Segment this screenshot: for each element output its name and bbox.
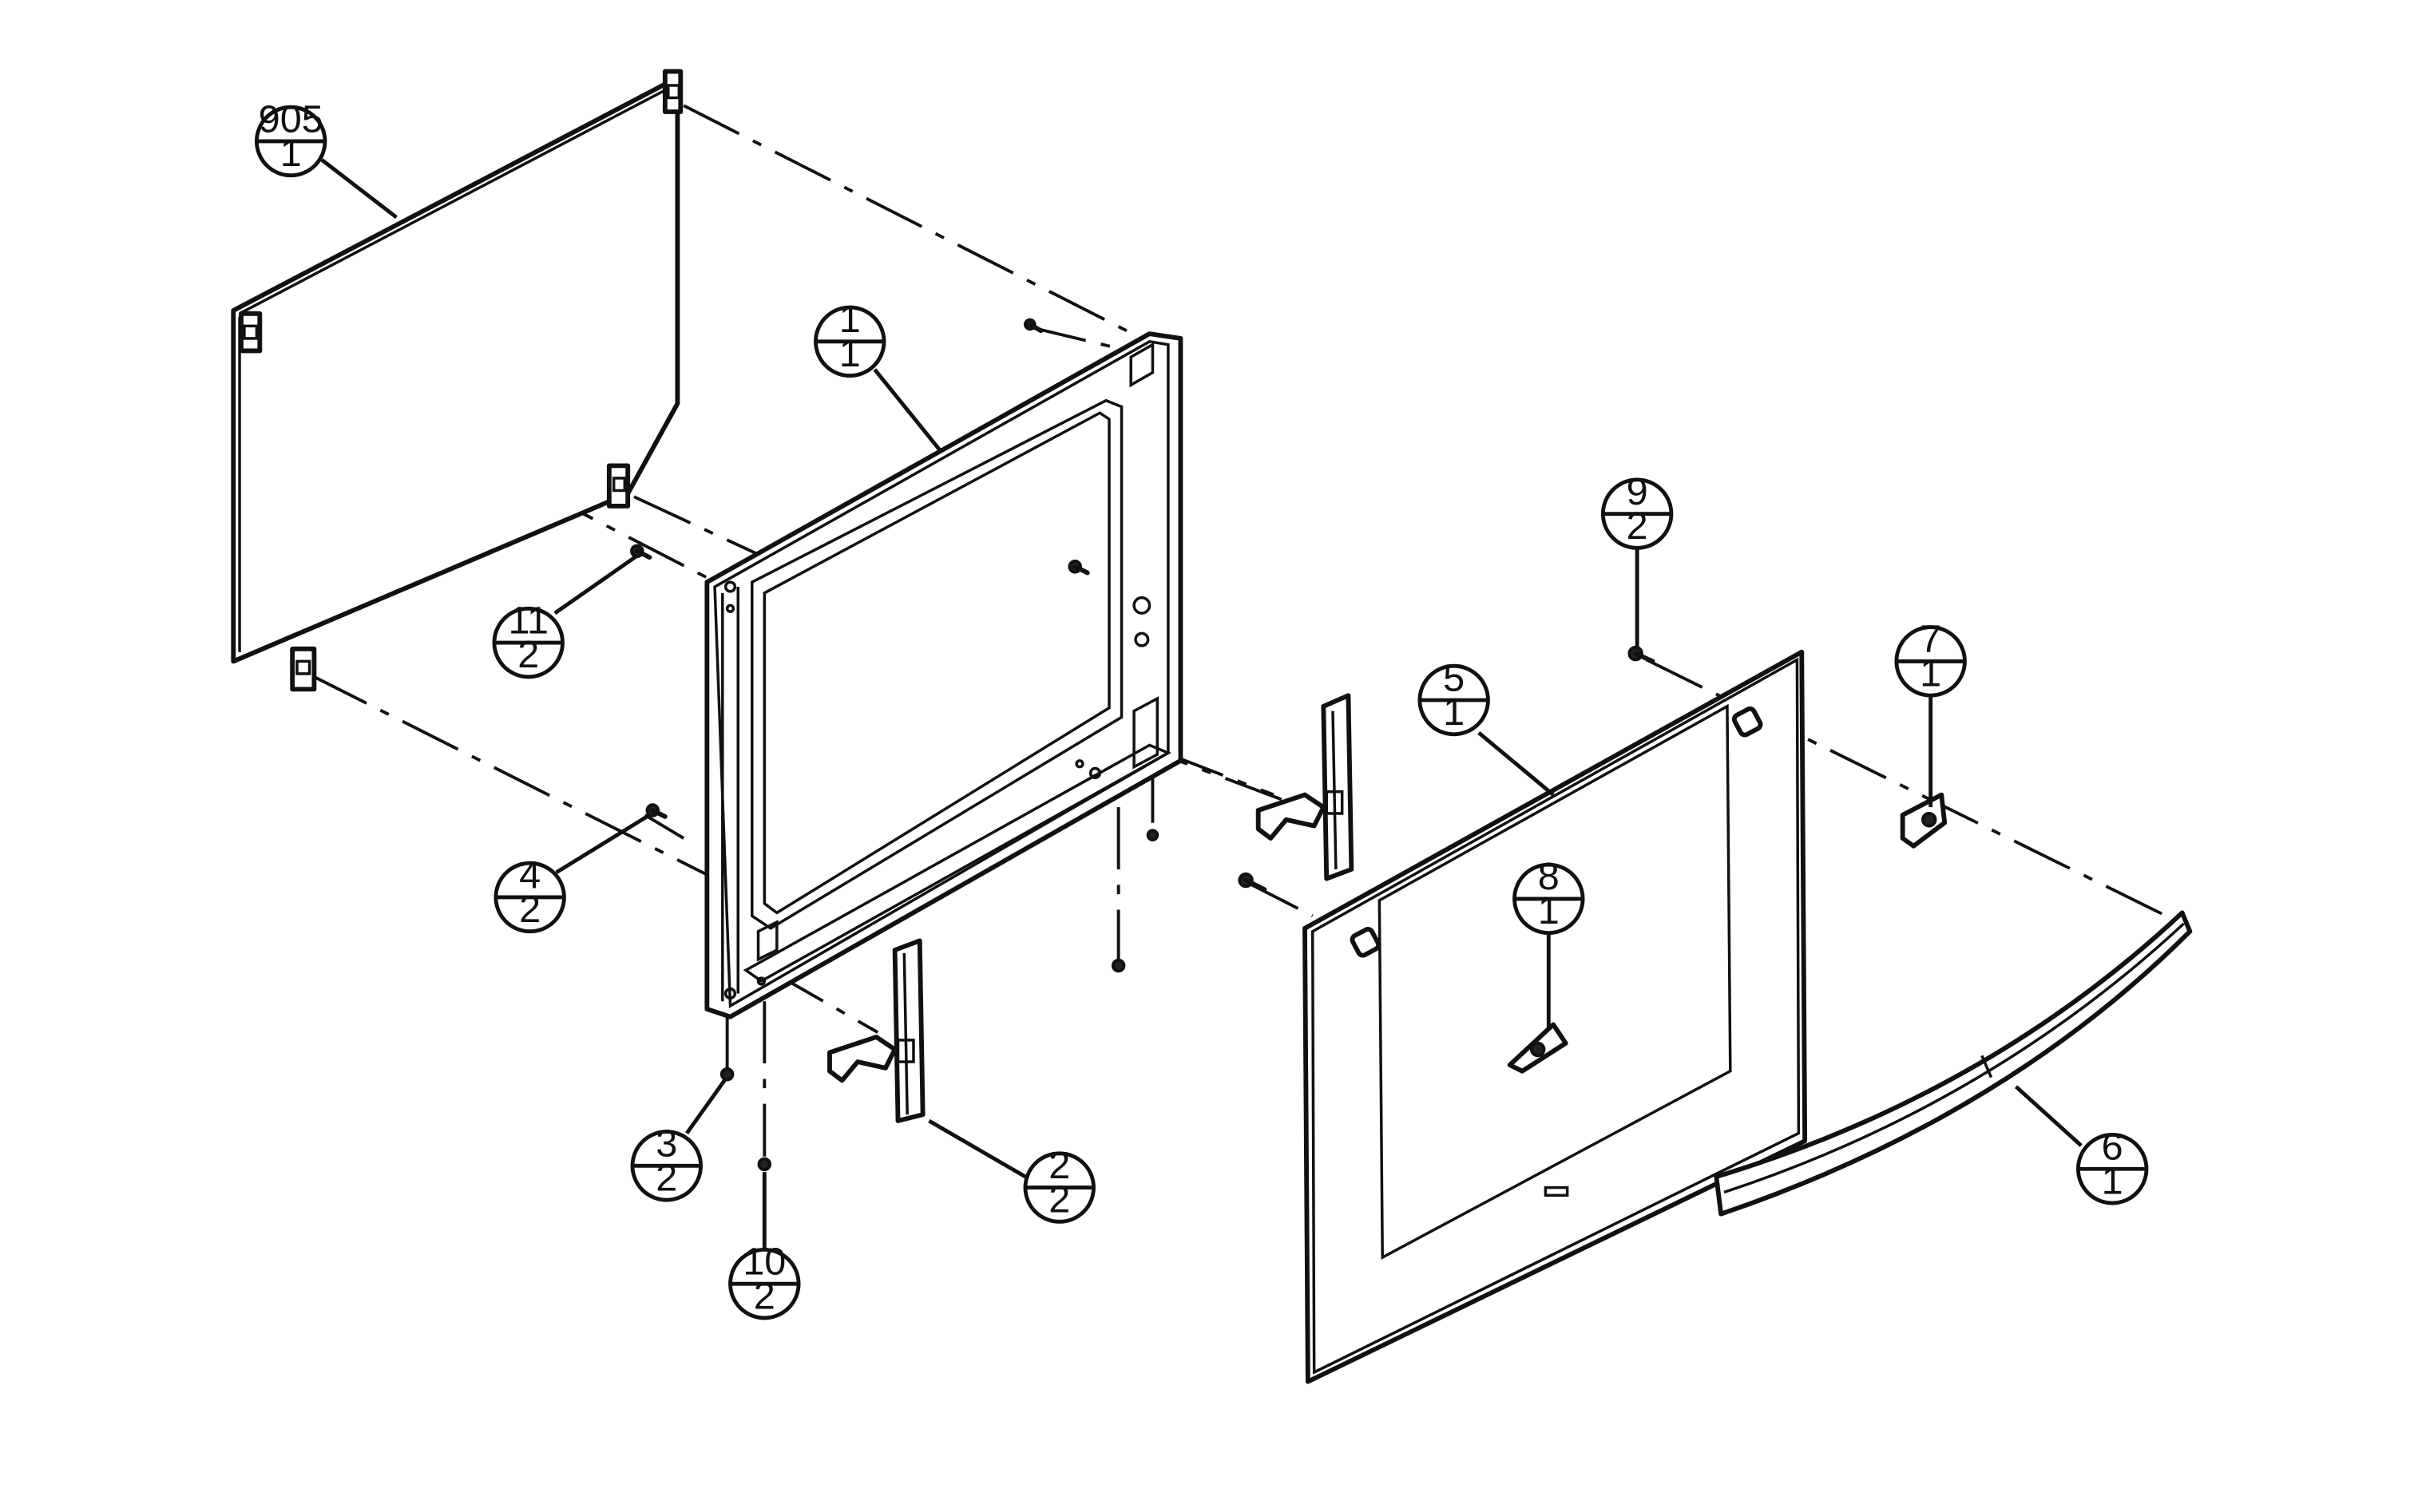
- balloon-7: 7 1: [1894, 618, 1967, 698]
- balloon-quantity: 2: [517, 633, 539, 676]
- balloon-5: 5 1: [1417, 656, 1490, 737]
- screw-10: [757, 1157, 772, 1172]
- balloon-item-number: 2: [1048, 1144, 1070, 1187]
- part-5-front-glass: [1302, 649, 1808, 1384]
- balloon-quantity: 1: [1538, 889, 1560, 932]
- balloon-item-number: 3: [656, 1122, 677, 1166]
- part-7-bracket: [1900, 792, 1948, 849]
- balloon-item-number: 6: [2102, 1126, 2123, 1169]
- balloon-905: 905 1: [254, 97, 327, 178]
- screw-9: [1627, 645, 1655, 664]
- balloons: 905 1 1 1 11 2 4 2 3 2 10 2: [254, 97, 2149, 1320]
- balloon-item-number: 8: [1538, 855, 1560, 898]
- part-905-back-panel: [231, 69, 684, 692]
- balloon-4: 4 2: [494, 853, 566, 934]
- balloon-9: 9 2: [1600, 470, 1674, 550]
- balloon-quantity: 2: [1627, 505, 1648, 548]
- balloon-quantity: 1: [280, 132, 302, 175]
- screw-front: [1238, 872, 1267, 893]
- screw-upper: [1024, 318, 1044, 334]
- balloon-10: 10 2: [728, 1240, 801, 1320]
- balloon-item-number: 5: [1443, 656, 1465, 699]
- part-6-handle: [1714, 910, 2193, 1217]
- part-1-inner-frame: [704, 331, 1183, 1019]
- part-8-bracket: [1507, 1022, 1568, 1074]
- balloon-quantity: 2: [656, 1156, 677, 1199]
- screw-mid: [1068, 560, 1090, 576]
- balloon-item-number: 4: [519, 853, 541, 897]
- balloon-item-number: 1: [839, 298, 861, 341]
- screw-4: [645, 803, 668, 819]
- balloon-6: 6 1: [2075, 1126, 2149, 1205]
- screws: [630, 318, 1655, 1172]
- balloon-item-number: 10: [743, 1240, 786, 1283]
- balloon-item-number: 905: [259, 97, 323, 141]
- balloon-2: 2 2: [1023, 1144, 1096, 1224]
- screw-under-frame-2: [1146, 829, 1159, 841]
- balloon-quantity: 2: [754, 1274, 775, 1317]
- screw-under-frame: [1111, 958, 1126, 973]
- part-2-hinge-right: [1255, 693, 1354, 881]
- part-2-hinge-left: [827, 938, 926, 1123]
- balloon-quantity: 1: [1920, 651, 1941, 695]
- leader-lines: [320, 158, 2083, 1255]
- balloon-quantity: 2: [519, 888, 541, 931]
- balloon-quantity: 1: [2102, 1159, 2123, 1202]
- balloon-11: 11 2: [492, 599, 565, 679]
- balloon-3: 3 2: [630, 1122, 704, 1202]
- balloon-item-number: 7: [1920, 618, 1941, 661]
- balloon-item-number: 11: [508, 599, 548, 642]
- balloon-quantity: 1: [1443, 691, 1465, 734]
- balloon-8: 8 1: [1512, 855, 1585, 936]
- balloon-item-number: 9: [1627, 470, 1648, 513]
- balloon-quantity: 1: [839, 332, 861, 375]
- balloon-1: 1 1: [814, 298, 886, 378]
- balloon-quantity: 2: [1048, 1178, 1070, 1221]
- screw-3: [719, 1067, 735, 1082]
